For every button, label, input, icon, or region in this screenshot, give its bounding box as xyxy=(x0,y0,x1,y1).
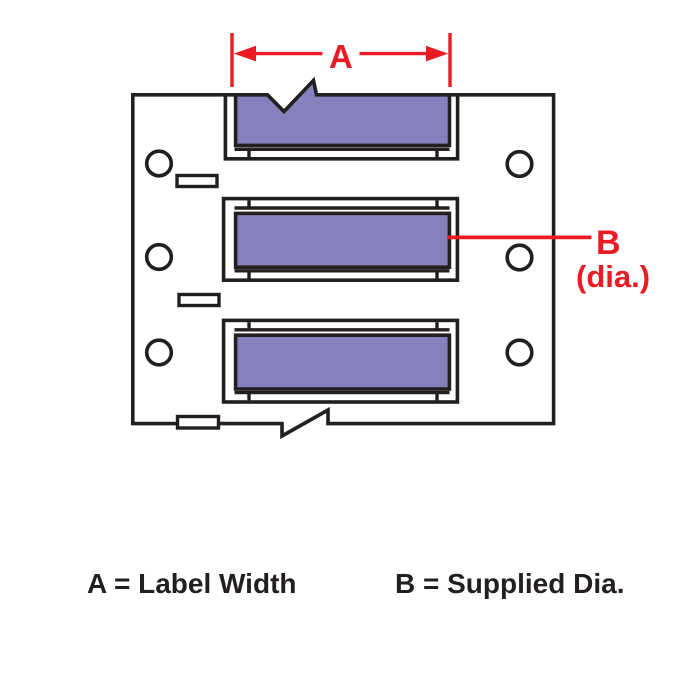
legend-b-definition: B = Supplied Dia. xyxy=(395,568,625,599)
feed-hole xyxy=(144,338,174,367)
dimension-a-label: A xyxy=(329,38,353,75)
label-3-swatch xyxy=(233,333,452,391)
slot-notch xyxy=(175,173,219,189)
label-2-swatch xyxy=(233,211,452,269)
dimension-a-arrowhead-right xyxy=(426,45,449,62)
sleeve-3-inner-edges xyxy=(234,322,450,401)
sleeve-1-inner-edge xyxy=(234,147,450,158)
sleeve-1-outline xyxy=(223,94,460,161)
label-1-swatch xyxy=(233,76,452,148)
feed-hole xyxy=(505,338,534,367)
feed-hole xyxy=(144,242,174,272)
dimension-a-extension-lines xyxy=(230,33,452,87)
dimension-b-qualifier: (dia.) xyxy=(576,259,651,294)
slot-notch xyxy=(177,292,221,308)
feed-hole xyxy=(505,243,534,272)
dimension-b-label: B xyxy=(596,224,621,262)
dimension-a-arrow xyxy=(230,33,452,87)
carrier-outline xyxy=(131,93,556,440)
slot-notch xyxy=(175,414,221,430)
feed-hole xyxy=(144,149,174,178)
dimension-a-arrowhead-left xyxy=(233,45,256,62)
sleeve-2-inner-edges xyxy=(234,200,450,279)
legend-a-definition: A = Label Width xyxy=(87,568,297,599)
feed-hole xyxy=(505,149,534,179)
